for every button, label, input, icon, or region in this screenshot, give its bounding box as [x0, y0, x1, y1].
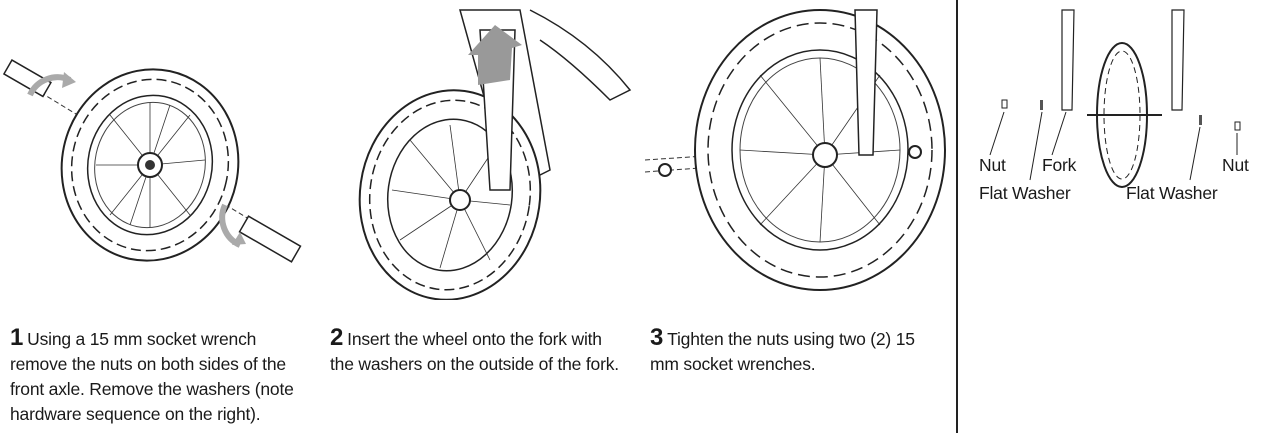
wheel-icon — [1087, 42, 1162, 188]
nut-icon — [1001, 99, 1008, 109]
step-number: 1 — [10, 324, 24, 351]
step-text: Tighten the nuts using two (2) 15 mm soc… — [650, 329, 915, 374]
hardware-sequence-diagram: Nut Fork Nut Flat Washer Flat Washer — [962, 0, 1271, 300]
step-1-illustration — [0, 0, 320, 300]
washer-icon — [1040, 100, 1043, 110]
flat-washer-left-label: Flat Washer — [979, 183, 1071, 203]
section-divider — [956, 0, 958, 433]
step-text: Using a 15 mm socket wrench remove the n… — [10, 329, 294, 424]
nut-icon — [1234, 121, 1241, 131]
step-number: 3 — [650, 324, 664, 351]
wheel-icon — [694, 9, 946, 291]
nut-icon — [658, 163, 672, 177]
arrow-up-icon — [468, 25, 522, 85]
fork-icon — [1061, 9, 1075, 111]
washer-icon — [1199, 115, 1202, 125]
nut-left-label: Nut — [979, 155, 1006, 175]
wheel-icon — [60, 68, 240, 262]
socket-wrench-icon — [2, 59, 76, 98]
socket-wrench-icon — [219, 203, 302, 263]
fork-label: Fork — [1042, 155, 1077, 175]
nut-icon — [908, 145, 922, 159]
step-number: 2 — [330, 324, 344, 351]
flat-washer-right-label: Flat Washer — [1126, 183, 1218, 203]
step-2-illustration — [330, 0, 650, 300]
step-3-illustration — [645, 0, 955, 300]
step-text: Insert the wheel onto the fork with the … — [330, 329, 619, 374]
nut-right-label: Nut — [1222, 155, 1249, 175]
